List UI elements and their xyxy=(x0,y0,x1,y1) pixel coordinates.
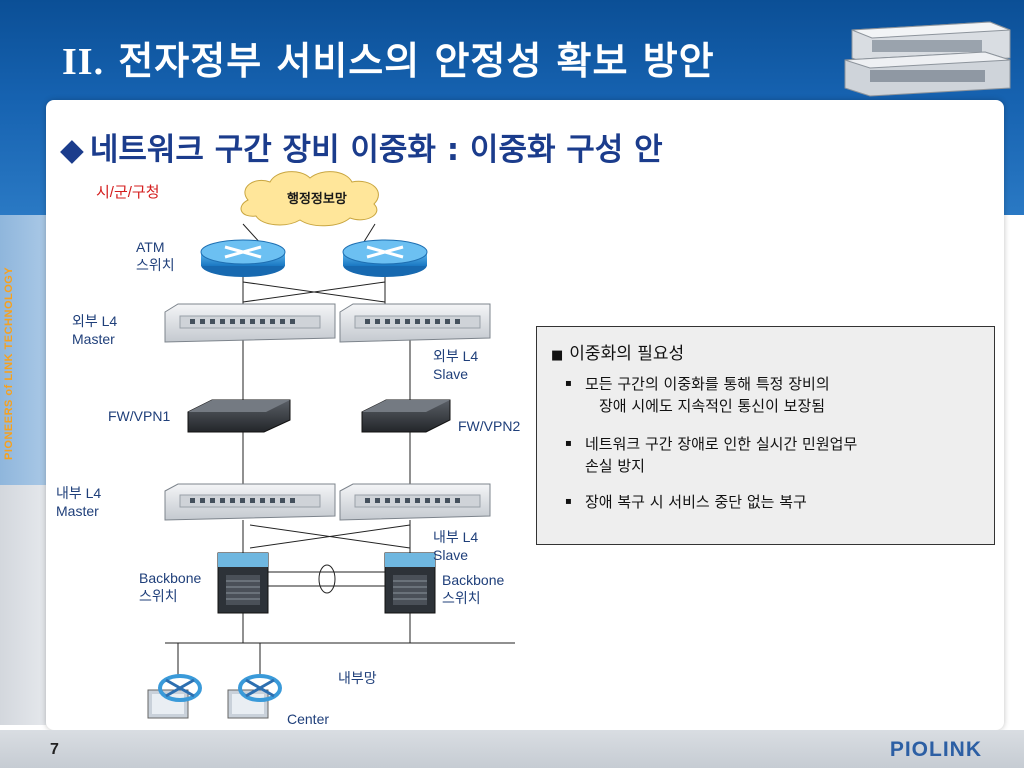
external-slave-label: 외부 L4 Slave xyxy=(433,347,478,383)
sidebar-strip xyxy=(0,215,46,485)
connection-lines xyxy=(165,223,515,677)
diamond-bullet-icon: ◆ xyxy=(60,132,84,168)
cloud-label: 행정정보망 xyxy=(287,191,347,206)
external-slave-line2: Slave xyxy=(433,366,469,382)
necessity-info-box: ■ 이중화의 필요성 ▪ 모든 구간의 이중화를 통해 특정 장비의 장애 시에도… xyxy=(536,326,995,545)
title-text: 전자정부 서비스의 안정성 확보 방안 xyxy=(118,38,715,83)
internal-l4-master-device xyxy=(164,483,336,521)
square-bullet-icon: ■ xyxy=(551,348,564,363)
external-l4-master-device xyxy=(164,303,336,343)
atm-label-line1: ATM xyxy=(136,239,165,255)
info-heading-text: 이중화의 필요성 xyxy=(569,344,685,364)
atm-label-line2: 스위치 xyxy=(136,257,175,273)
backbone-left-line1: Backbone xyxy=(139,570,202,586)
fw-vpn1-label: FW/VPN1 xyxy=(108,408,171,424)
internal-slave-line2: Slave xyxy=(433,547,469,563)
subtitle-text: 네트워크 구간 장비 이중화 : 이중화 구성 안 xyxy=(89,132,663,168)
bullet-dot-icon: ▪ xyxy=(565,496,572,507)
backbone-left-line2: 스위치 xyxy=(139,588,178,604)
bullet-1-line1: 모든 구간의 이중화를 통해 특정 장비의 xyxy=(585,375,830,393)
brand-logo: PIOLINK xyxy=(889,738,982,761)
info-bullet-1: ▪ 모든 구간의 이중화를 통해 특정 장비의 장애 시에도 지속적인 통신이 … xyxy=(565,373,830,417)
cloud-admin-network xyxy=(240,171,379,227)
internal-master-line2: Master xyxy=(56,503,99,519)
internal-l4-slave-device xyxy=(339,483,491,521)
internal-master-label: 내부 L4 Master xyxy=(56,484,101,520)
bullet-2-line1: 네트워크 구간 장애로 인한 실시간 민원업무 xyxy=(585,435,858,453)
external-master-line1: 외부 L4 xyxy=(72,313,118,329)
backbone-switch-right-device xyxy=(384,552,436,614)
firewall-vpn2-device xyxy=(361,399,451,433)
info-bullet-2: ▪ 네트워크 구간 장애로 인한 실시간 민원업무 손실 방지 xyxy=(565,433,857,477)
atm-router-right-icon xyxy=(342,239,428,277)
center-label: Center xyxy=(287,711,330,727)
backbone-right-line1: Backbone xyxy=(442,572,505,588)
backbone-switch-left-device xyxy=(217,552,269,614)
bullet-dot-icon: ▪ xyxy=(565,438,572,449)
bullet-1-line2: 장애 시에도 지속적인 통신이 보장됨 xyxy=(599,397,826,415)
section-subtitle: ◆네트워크 구간 장비 이중화 : 이중화 구성 안 xyxy=(60,124,663,169)
page-number: 7 xyxy=(50,741,59,758)
bullet-2-line2: 손실 방지 xyxy=(585,457,645,475)
sidebar-lower xyxy=(0,485,46,725)
atm-router-left-icon xyxy=(200,239,286,277)
backbone-right-line2: 스위치 xyxy=(442,590,481,606)
external-master-line2: Master xyxy=(72,331,115,347)
internal-master-line1: 내부 L4 xyxy=(56,485,102,501)
title-number: II. xyxy=(62,41,105,83)
header-device-bottom xyxy=(844,51,1011,97)
backbone-left-label: Backbone 스위치 xyxy=(139,569,201,605)
info-heading: ■ 이중화의 필요성 xyxy=(551,339,684,364)
atm-label: ATM 스위치 xyxy=(136,238,175,274)
center-server-1-icon xyxy=(147,674,202,719)
bullet-dot-icon: ▪ xyxy=(565,378,572,389)
external-slave-line1: 외부 L4 xyxy=(433,348,479,364)
info-bullet-3: ▪ 장애 복구 시 서비스 중단 없는 복구 xyxy=(565,491,807,513)
internal-network-label: 내부망 xyxy=(338,670,377,686)
bullet-3-line1: 장애 복구 시 서비스 중단 없는 복구 xyxy=(585,493,807,511)
external-l4-slave-device xyxy=(339,303,491,343)
firewall-vpn1-device xyxy=(187,399,291,433)
internal-slave-line1: 내부 L4 xyxy=(433,529,479,545)
center-server-2-icon xyxy=(227,674,282,719)
footer-bar xyxy=(0,730,1024,768)
internal-slave-label: 내부 L4 Slave xyxy=(433,528,478,564)
fw-vpn2-label: FW/VPN2 xyxy=(458,418,521,434)
backbone-right-label: Backbone 스위치 xyxy=(442,571,504,607)
external-master-label: 외부 L4 Master xyxy=(72,312,117,348)
page-title: II. 전자정부 서비스의 안정성 확보 방안 xyxy=(62,30,715,85)
region-label: 시/군/구청 xyxy=(96,184,160,201)
